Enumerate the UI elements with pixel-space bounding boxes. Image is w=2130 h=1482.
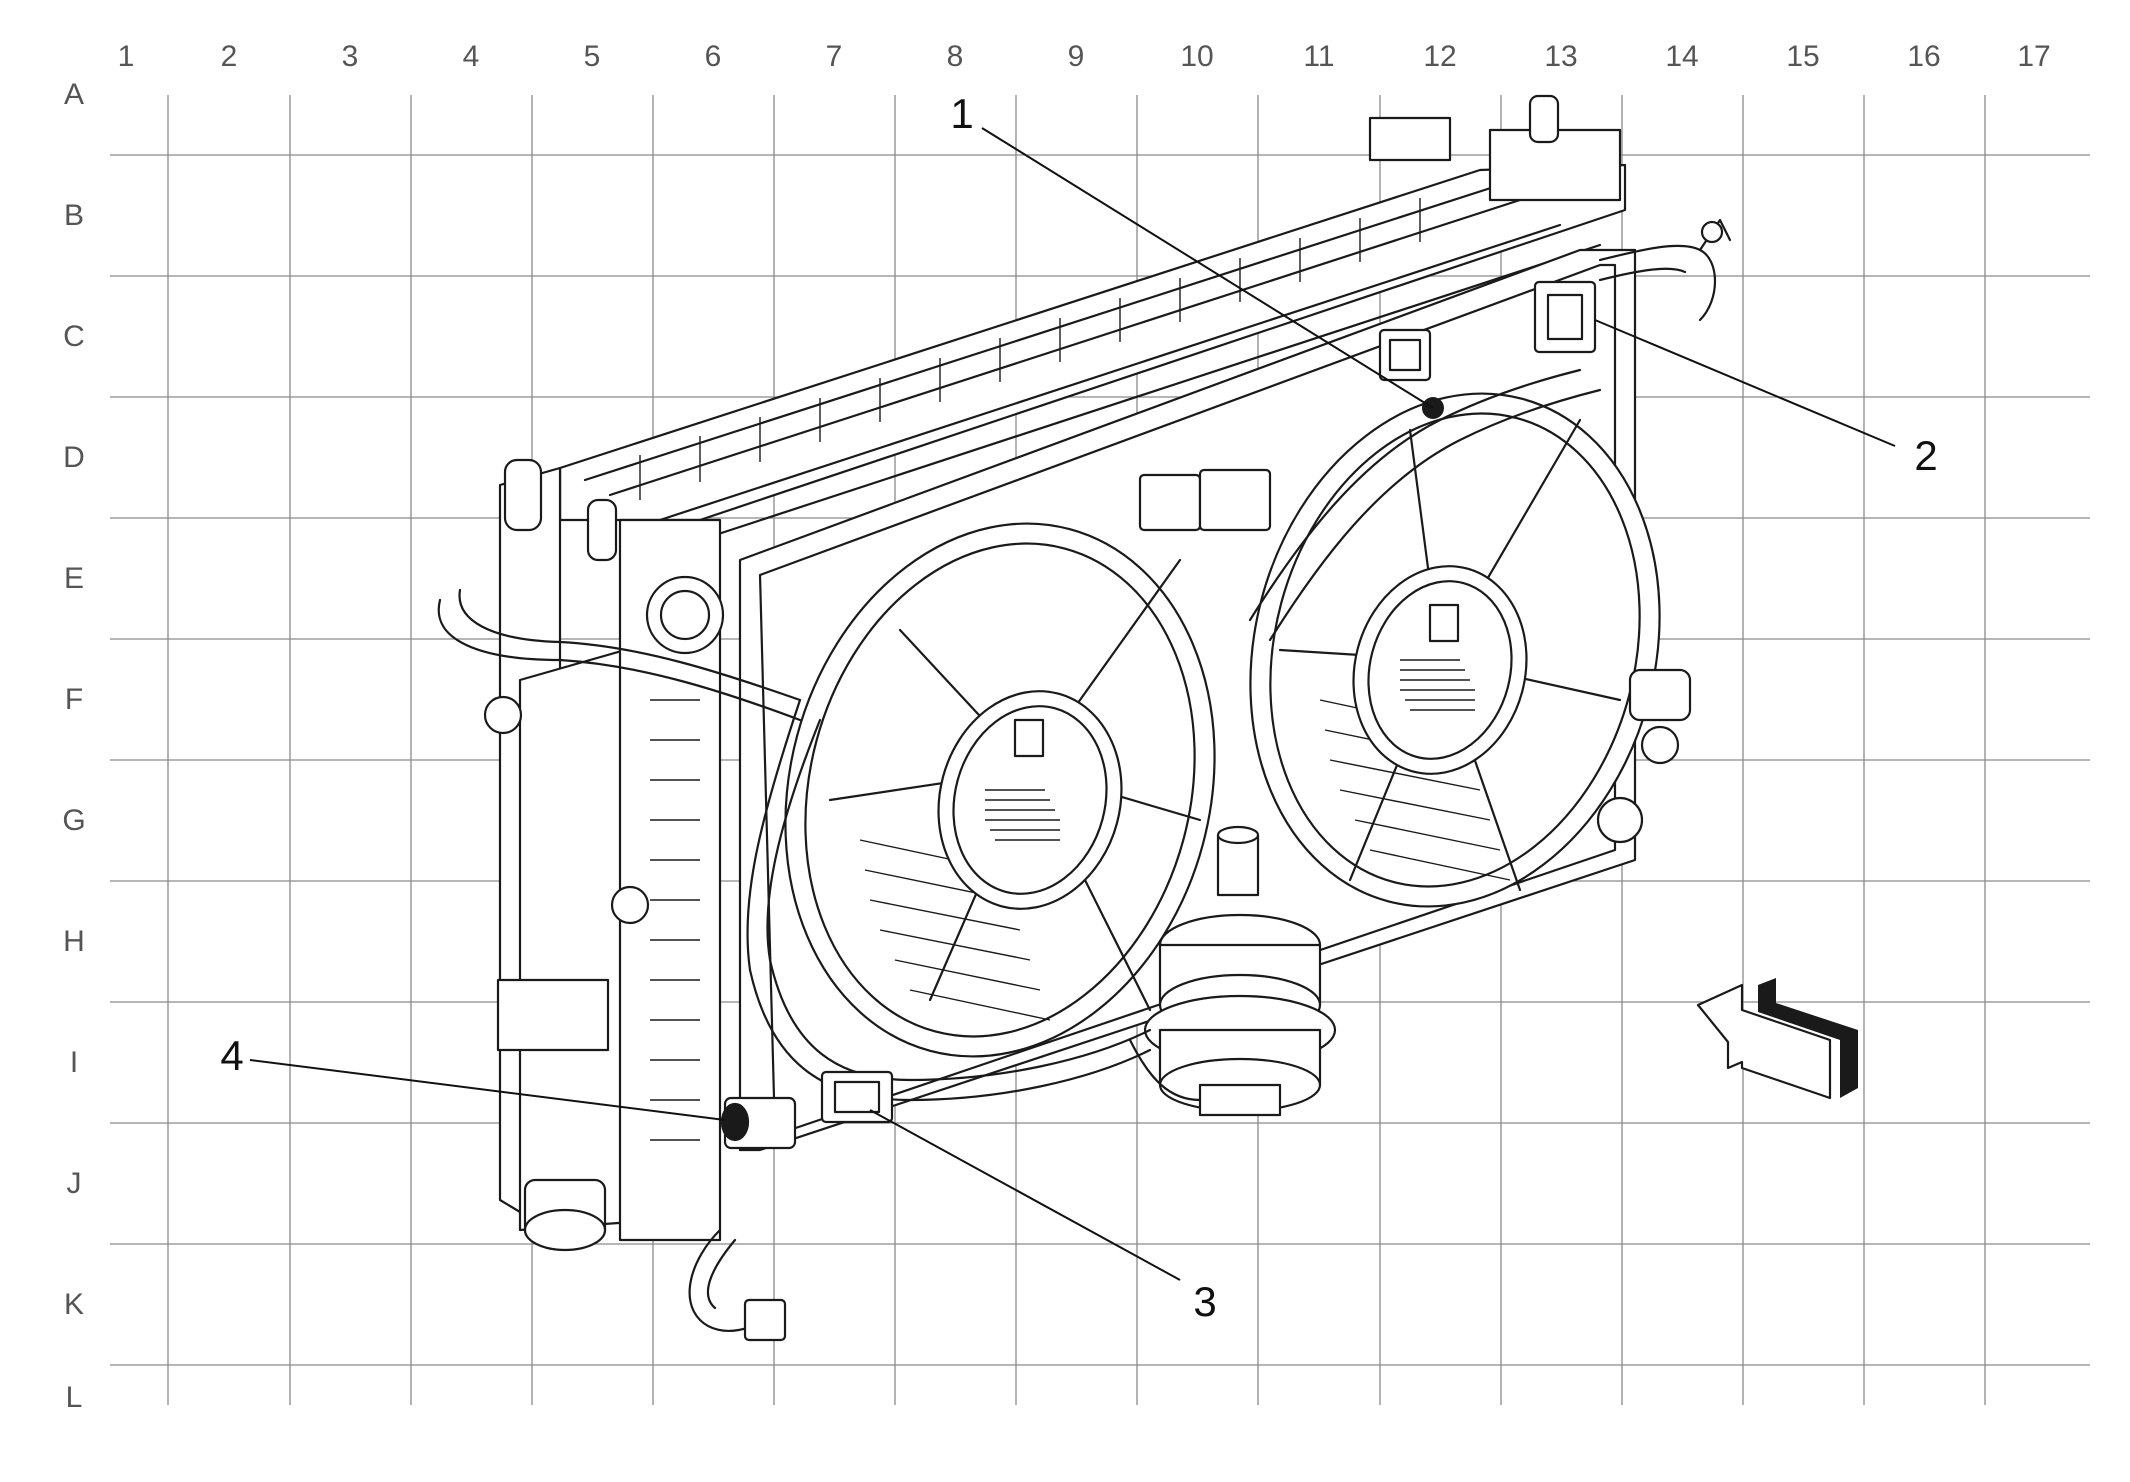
grid-column-label: 15: [1786, 40, 1819, 73]
grid-row-label: K: [64, 1288, 84, 1321]
callout-2: 2: [1594, 319, 1938, 479]
callout-3: 3: [869, 1109, 1217, 1325]
grid-row-label: E: [64, 562, 84, 595]
grid-column-label: 7: [826, 40, 843, 73]
grid-column-label: 3: [342, 40, 359, 73]
grid-row-label: F: [65, 683, 83, 716]
grid-row-label: H: [63, 925, 85, 958]
grid-row-label: A: [64, 78, 84, 111]
grid-column-label: 5: [584, 40, 601, 73]
radiator-left-tank: [483, 458, 725, 1252]
grid-row-label: B: [64, 199, 84, 232]
auxiliary-coolant-pump: [1143, 825, 1337, 1117]
grid-column-label: 6: [705, 40, 722, 73]
grid-column-label: 13: [1544, 40, 1577, 73]
connectors: [720, 280, 1597, 1342]
right-cooling-fan: [1249, 392, 1661, 908]
grid-column-labels: 1 2 3 4 5 6 7 8 9 10 11 12 13 14 15 16 1…: [118, 40, 2051, 73]
callout-1: 1: [950, 90, 1434, 409]
callout-2-label: 2: [1914, 432, 1937, 479]
callout-1-label: 1: [950, 90, 973, 137]
grid-column-label: 17: [2017, 40, 2050, 73]
grid-column-label: 14: [1665, 40, 1698, 73]
grid-column-label: 12: [1423, 40, 1456, 73]
callout-3-label: 3: [1193, 1278, 1216, 1325]
grid-column-label: 11: [1303, 40, 1334, 73]
right-side-fittings: [1596, 668, 1692, 844]
grid-row-label: C: [63, 320, 85, 353]
callout-4-label: 4: [220, 1032, 243, 1079]
grid-column-label: 10: [1180, 40, 1213, 73]
grid-row-label: G: [62, 804, 85, 837]
radiator-fan-module-illustration: [437, 94, 1732, 1342]
grid-column-label: 9: [1068, 40, 1085, 73]
grid-row-label: D: [63, 441, 85, 474]
left-cooling-fan: [784, 522, 1216, 1058]
grid-column-label: 16: [1907, 40, 1940, 73]
grid-column-label: 1: [118, 40, 135, 73]
grid-column-label: 4: [463, 40, 480, 73]
callout-4: 4: [220, 1032, 726, 1121]
front-of-vehicle-arrow-icon: [1696, 978, 1858, 1100]
grid-column-label: 2: [221, 40, 238, 73]
grid-row-label: L: [66, 1381, 83, 1414]
grid-row-label: I: [70, 1046, 78, 1079]
grid-column-label: 8: [947, 40, 964, 73]
grid-row-labels: A B C D E F G H I J K L: [62, 78, 85, 1414]
grid-row-label: J: [67, 1167, 82, 1200]
